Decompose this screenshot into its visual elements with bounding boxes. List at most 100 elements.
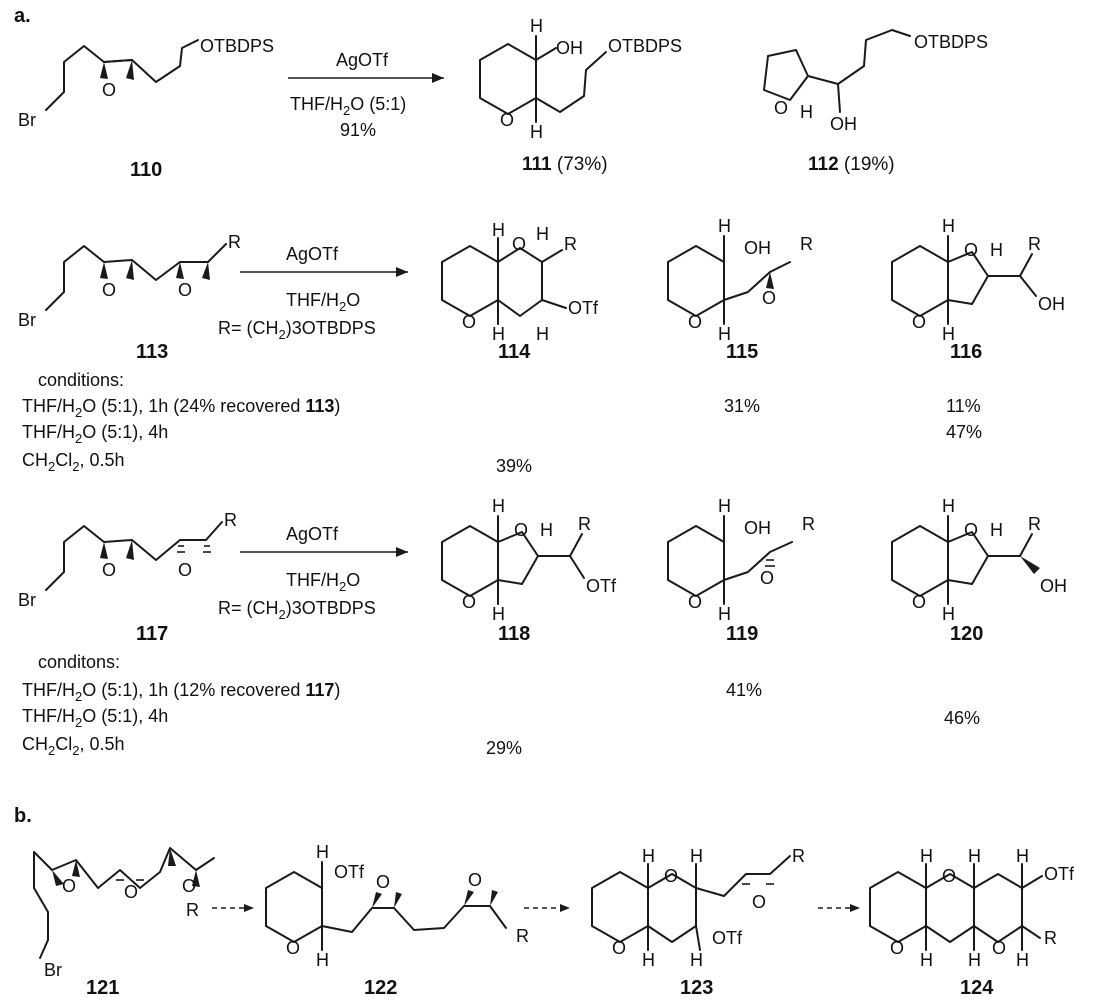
dashed-arrow-1 [212, 904, 254, 912]
atom-H: H [1016, 846, 1029, 866]
compound-115: H OH O R O H [667, 216, 813, 344]
conditions-title-3: conditons: [38, 652, 120, 672]
atom-O: O [752, 892, 766, 912]
atom-Br: Br [44, 960, 62, 980]
atom-R: R [578, 514, 591, 534]
compound-label-122: 122 [364, 977, 397, 999]
atom-Br: Br [18, 310, 36, 330]
compound-label-119: 119 [726, 623, 758, 645]
compound-label-121: 121 [86, 977, 119, 999]
atom-OTf: OTf [334, 862, 365, 882]
atom-O: O [760, 568, 774, 588]
condition-3-2: THF/H2O (5:1), 4h [22, 706, 168, 730]
atom-H: H [536, 324, 549, 344]
atom-R: R [1028, 514, 1041, 534]
atom-H: H [492, 220, 505, 240]
compound-label-120: 120 [950, 623, 983, 645]
compound-116: H O H R OH O H [891, 216, 1065, 344]
r-group-definition-3: R= (CH2)3OTBDPS [218, 598, 376, 622]
compound-111: H OH O H OTBDPS [479, 16, 682, 142]
atom-O: O [462, 592, 476, 612]
yield-119-cond1: 41% [726, 680, 762, 700]
atom-H: H [942, 604, 955, 624]
atom-R: R [516, 926, 529, 946]
atom-O: O [612, 938, 626, 958]
compound-label-123: 123 [680, 977, 713, 999]
atom-O: O [124, 882, 138, 902]
atom-H: H [536, 224, 549, 244]
reaction-arrow-2 [240, 267, 408, 277]
atom-H: H [690, 950, 703, 970]
reaction-arrow-3 [240, 547, 408, 557]
atom-O: O [688, 312, 702, 332]
atom-H: H [942, 496, 955, 516]
yield-120-cond2: 46% [944, 708, 980, 728]
atom-H: H [642, 846, 655, 866]
dashed-arrow-3 [818, 904, 860, 912]
atom-R: R [1028, 234, 1041, 254]
atom-O: O [102, 280, 116, 300]
atom-OH: OH [556, 38, 583, 58]
atom-O: O [912, 312, 926, 332]
reagent-agotf-3: AgOTf [286, 524, 339, 544]
atom-Br: Br [18, 590, 36, 610]
atom-O: O [688, 592, 702, 612]
atom-H: H [990, 240, 1003, 260]
atom-O: O [468, 870, 482, 890]
atom-R: R [800, 234, 813, 254]
atom-O: O [178, 560, 192, 580]
atom-H: H [718, 216, 731, 236]
atom-H: H [990, 520, 1003, 540]
atom-H: H [492, 324, 505, 344]
atom-O: O [500, 110, 514, 130]
compound-110: O Br OTBDPS [18, 36, 274, 130]
compound-120: H O H R OH O H [891, 496, 1067, 624]
atom-OTBDPS: OTBDPS [200, 36, 274, 56]
compound-label-111: 111 (73%) [522, 154, 608, 175]
condition-2-3: CH2Cl2, 0.5h [22, 450, 125, 474]
atom-O: O [992, 938, 1006, 958]
atom-O: O [942, 866, 956, 886]
atom-H: H [942, 324, 955, 344]
compound-114: H O H R O H H OTf [441, 220, 599, 344]
atom-H: H [540, 520, 553, 540]
solvent-thf-water-2: THF/H2O [286, 290, 360, 314]
reagent-agotf-1: AgOTf [336, 50, 389, 70]
atom-O: O [964, 240, 978, 260]
atom-H: H [718, 496, 731, 516]
atom-O: O [178, 280, 192, 300]
compound-113: O O R Br [18, 232, 241, 330]
compound-label-112: 112 (19%) [808, 154, 895, 175]
atom-R: R [802, 514, 815, 534]
compound-122: H OTf O O O H R [265, 842, 529, 970]
atom-OH: OH [830, 114, 857, 134]
conditions-title-2: conditions: [38, 370, 124, 390]
yield-114-cond3: 39% [496, 456, 532, 476]
atom-R: R [186, 900, 199, 920]
atom-O: O [762, 288, 776, 308]
compound-label-117: 117 [136, 623, 168, 645]
atom-H: H [1016, 950, 1029, 970]
atom-H: H [316, 842, 329, 862]
condition-3-3: CH2Cl2, 0.5h [22, 734, 125, 758]
atom-H: H [920, 846, 933, 866]
reagent-agotf-2: AgOTf [286, 244, 339, 264]
solvent-thf-water-3: THF/H2O [286, 570, 360, 594]
atom-H: H [316, 950, 329, 970]
atom-H: H [718, 324, 731, 344]
yield-115-cond1: 31% [724, 396, 760, 416]
atom-O: O [182, 876, 196, 896]
atom-H: H [800, 102, 813, 122]
solvent-thf-water-1: THF/H2O (5:1) [290, 94, 406, 118]
atom-OTf: OTf [1044, 864, 1075, 884]
atom-OH: OH [744, 518, 771, 538]
panel-b-label: b. [14, 805, 32, 827]
compound-117: O O R Br [18, 510, 237, 610]
atom-R: R [228, 232, 241, 252]
atom-O: O [286, 938, 300, 958]
atom-OTf: OTf [568, 298, 599, 318]
yield-116-cond2: 47% [946, 422, 982, 442]
panel-a-label: a. [14, 5, 31, 27]
atom-O: O [62, 876, 76, 896]
atom-R: R [792, 846, 805, 866]
